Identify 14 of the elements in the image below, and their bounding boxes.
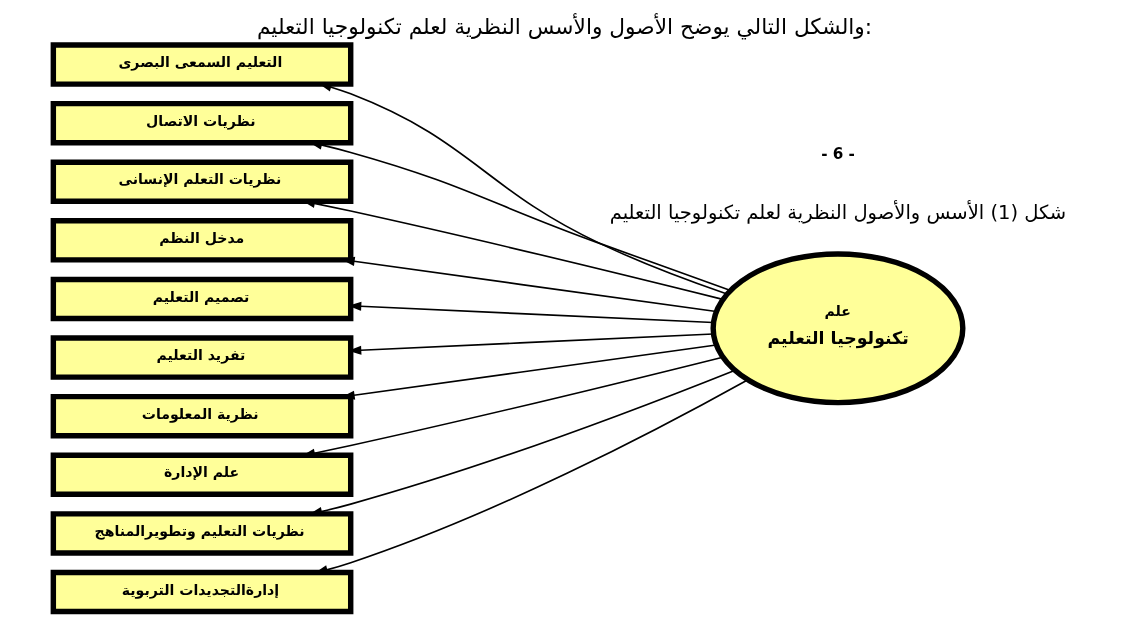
node-box: تفريد التعليم [50, 335, 353, 380]
node-box: علم الإدارة [50, 452, 353, 498]
node-box: إدارةالتجديدات التربوية [50, 569, 353, 615]
node-box: مدخل النظم [50, 218, 353, 263]
node-box: التعليم السمعى البصرى [50, 42, 353, 87]
caption: شكل (1) الأسس والأصول النظرية لعلم تكنولوجيا التعليم [609, 201, 1066, 225]
diagram-title: والشكل التالي يوضح الأصول والأسس النظرية لعلم تكنولوجيا التعليم: [256, 14, 872, 40]
node-box: تصميم التعليم [50, 276, 353, 322]
node-box: نظرية المعلومات [50, 393, 353, 439]
node-box: نظريات التعليم وتطويرالمناهج [50, 511, 353, 556]
node-box: نظريات التعلم الإنسانى [50, 159, 353, 204]
node-box: نظريات الاتصال [50, 100, 353, 146]
label: - 6 - [820, 144, 855, 163]
node-ellipse: علم تكنولوجيا التعليم [709, 251, 965, 406]
